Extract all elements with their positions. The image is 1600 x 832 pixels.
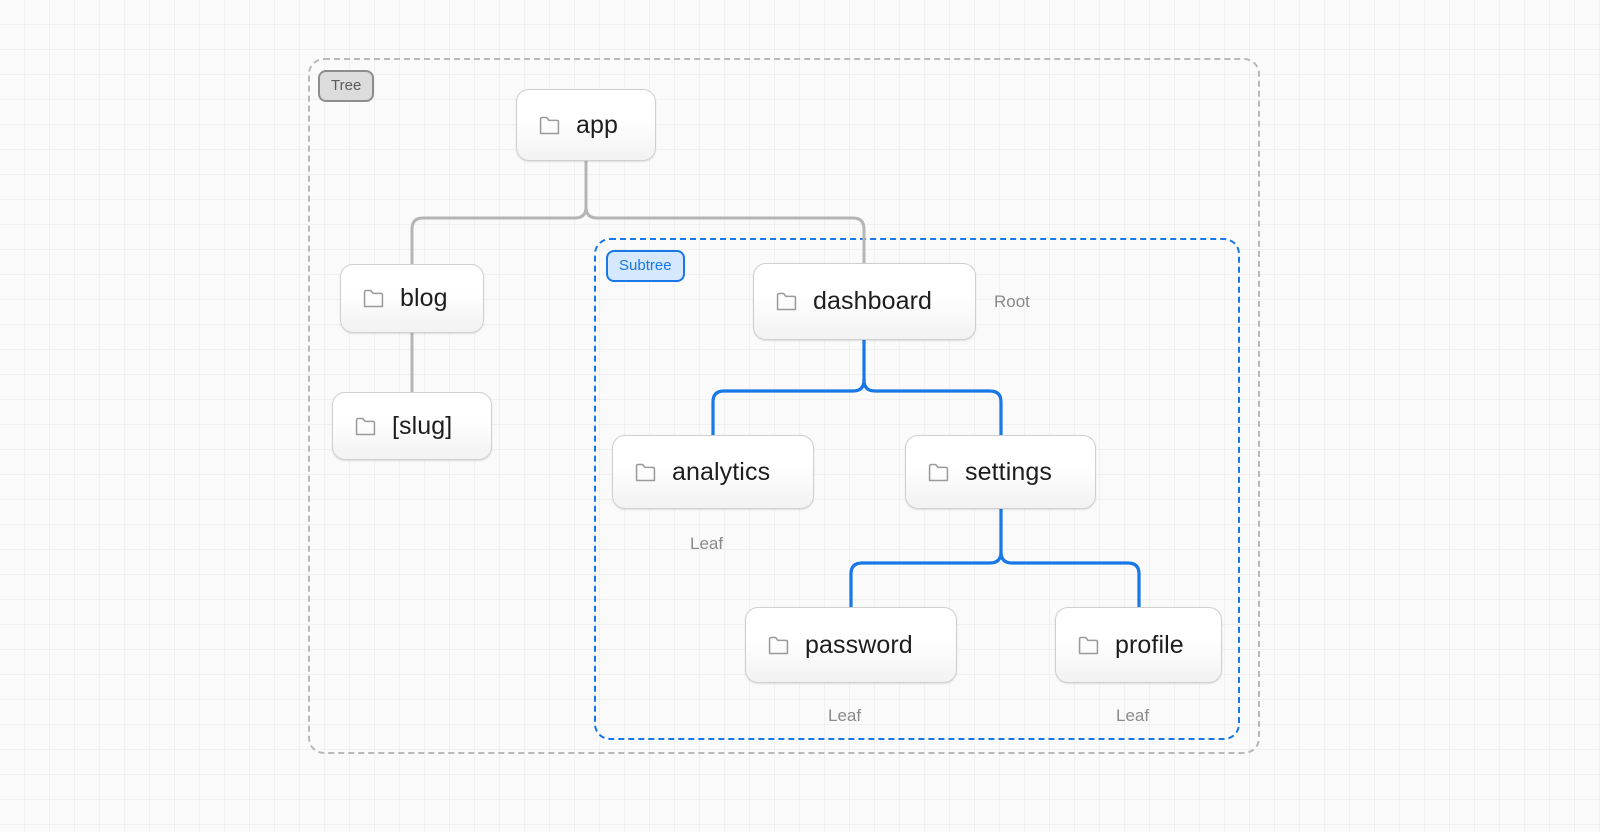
tree-node-label: profile — [1115, 630, 1184, 659]
tree-node-analytics[interactable]: analytics — [612, 435, 814, 509]
group-container-subtree[interactable] — [594, 238, 1240, 740]
folder-icon — [776, 292, 797, 311]
folder-icon — [355, 417, 376, 435]
tree-node-label: settings — [965, 457, 1052, 486]
tree-node-label: blog — [400, 284, 448, 312]
tree-node-settings[interactable]: settings — [905, 435, 1096, 509]
folder-icon — [635, 463, 656, 481]
folder-icon — [1078, 636, 1099, 654]
tree-node-label: password — [805, 630, 913, 659]
tree-node-app[interactable]: app — [516, 89, 656, 161]
group-container-tree[interactable] — [308, 58, 1260, 754]
tree-node-password[interactable]: password — [745, 607, 957, 683]
node-role-caption-profile: Leaf — [1116, 706, 1150, 725]
group-badge-tree-label: Tree — [331, 77, 362, 94]
node-role-caption-analytics: Leaf — [690, 534, 724, 553]
folder-icon — [768, 636, 789, 654]
tree-node-blog[interactable]: blog — [340, 264, 484, 333]
folder-icon — [928, 463, 949, 481]
node-role-caption-root: Root — [994, 292, 1030, 311]
folder-icon — [539, 116, 560, 134]
group-badge-subtree[interactable]: Subtree — [606, 250, 685, 282]
tree-node-profile[interactable]: profile — [1055, 607, 1222, 683]
node-role-caption-password: Leaf — [828, 706, 862, 725]
group-badge-subtree-label: Subtree — [619, 257, 672, 274]
folder-icon — [363, 289, 384, 308]
tree-node-dashboard[interactable]: dashboard — [753, 263, 976, 340]
tree-node-label: app — [576, 110, 619, 139]
tree-node-label: [slug] — [392, 411, 453, 440]
tree-node-label: analytics — [672, 457, 771, 486]
tree-node-slug[interactable]: [slug] — [332, 392, 492, 460]
tree-node-label: dashboard — [813, 287, 933, 315]
group-badge-tree[interactable]: Tree — [318, 70, 375, 102]
